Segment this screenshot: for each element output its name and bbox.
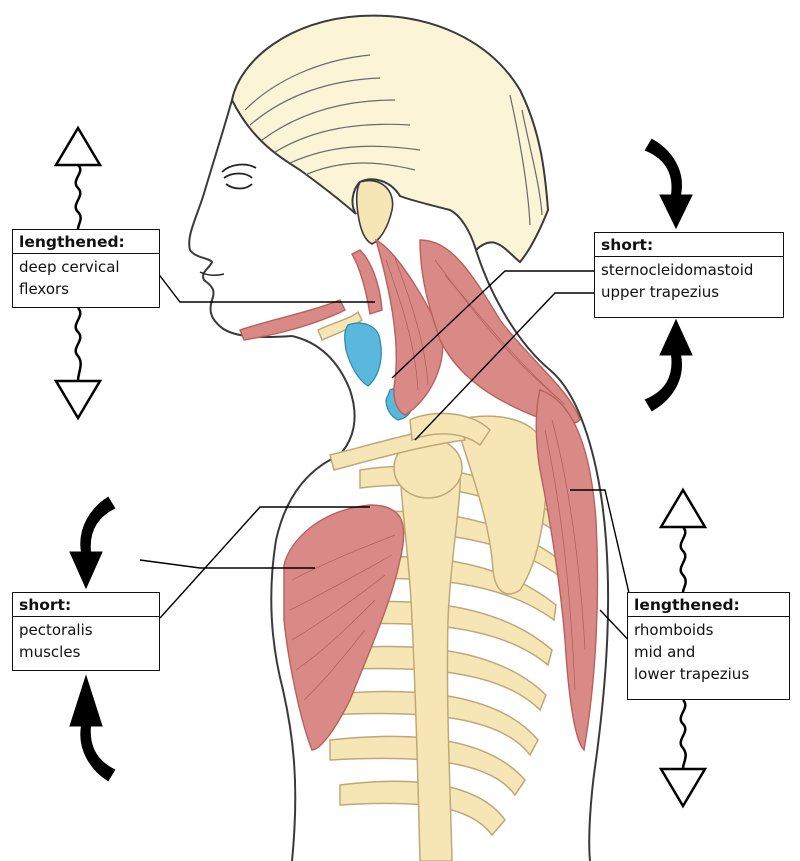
label-title: lengthened:: [13, 230, 159, 254]
ear: [355, 179, 394, 245]
body-outline: [188, 99, 610, 861]
label-body: pectoralis muscles: [13, 617, 159, 665]
label-title: short:: [13, 593, 159, 617]
eye: [221, 163, 257, 190]
label-body: sternocleidomastoid upper trapezius: [595, 257, 783, 305]
mouth: [199, 271, 225, 277]
label-title: short:: [595, 233, 783, 257]
label-line: rhomboids: [634, 621, 714, 639]
label-line: upper trapezius: [601, 283, 720, 301]
label-line: pectoralis: [19, 621, 93, 639]
label-line: mid and: [634, 643, 696, 661]
label-title: lengthened:: [628, 593, 789, 617]
shortening-arrows-top-right: [644, 138, 693, 412]
label-box-rhomboids-trapezius: lengthened: rhomboids mid and lower trap…: [627, 592, 790, 700]
label-line: deep cervical: [19, 258, 120, 276]
label-box-scm-upper-trapezius: short: sternocleidomastoid upper trapezi…: [594, 232, 784, 318]
shortening-arrows-bottom-left: [69, 496, 116, 782]
label-line: lower trapezius: [634, 665, 750, 683]
muscles: [239, 238, 599, 752]
label-line: muscles: [19, 643, 81, 661]
leader-lines: [139, 267, 637, 649]
label-box-pectoralis: short: pectoralis muscles: [12, 592, 160, 671]
hair: [230, 14, 550, 264]
lengthening-arrows-top-left: [53, 125, 103, 421]
label-line: sternocleidomastoid: [601, 261, 754, 279]
label-body: deep cervical flexors: [13, 254, 159, 302]
label-line: flexors: [19, 280, 69, 298]
skeleton: [317, 310, 561, 861]
label-box-deep-cervical-flexors: lengthened: deep cervical flexors: [12, 229, 160, 308]
lengthening-arrows-bottom-right: [658, 487, 708, 809]
label-body: rhomboids mid and lower trapezius: [628, 617, 789, 687]
muscle-fibres: [289, 257, 586, 701]
